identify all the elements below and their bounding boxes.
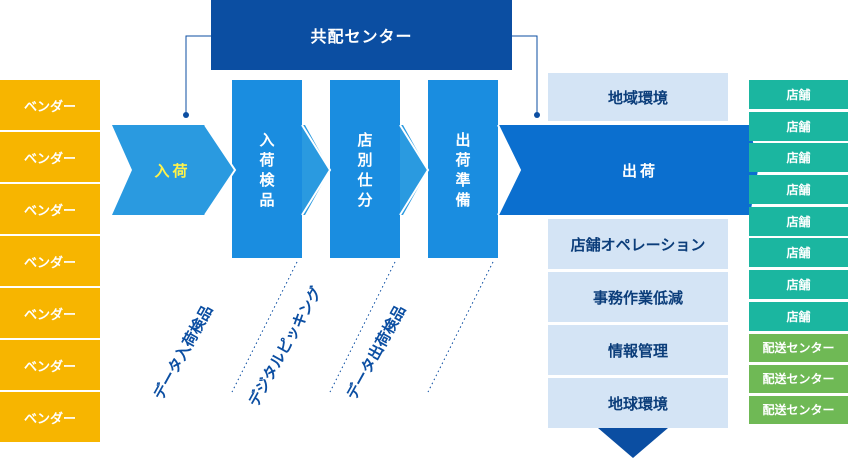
- connector-line-right: [512, 35, 538, 115]
- vendor-box: ベンダー: [0, 184, 100, 234]
- step-char: 出: [455, 131, 471, 149]
- store-box: 店舗: [749, 80, 848, 109]
- store-box: 店舗: [749, 238, 848, 268]
- step-shipping-prep: 出 荷 準 備: [428, 125, 498, 215]
- down-arrow: [598, 428, 668, 458]
- step-char: 分: [357, 191, 373, 209]
- benefit-box: 地球環境: [548, 378, 728, 428]
- vendor-box: ベンダー: [0, 392, 100, 442]
- destination-column: 店舗 店舗 店舗 店舗 店舗 店舗 店舗 店舗 配送センター 配送センター 配送…: [749, 80, 848, 427]
- chevron-outbound: [498, 125, 758, 215]
- chevron-sep-4: [497, 124, 522, 216]
- store-box: 店舗: [749, 301, 848, 331]
- step-char: 備: [455, 191, 471, 209]
- chevron-joint-2: [400, 125, 428, 215]
- center-title: 共配センター: [211, 0, 512, 70]
- inbound-label: 入荷: [154, 161, 191, 180]
- distribution-center-box: 配送センター: [749, 364, 848, 393]
- chevron-inbound: [112, 125, 235, 215]
- step-char: 仕: [357, 171, 373, 189]
- connector-line-left: [185, 35, 211, 115]
- store-box: 店舗: [749, 111, 848, 141]
- distribution-center-box: 配送センター: [749, 333, 848, 362]
- vendor-column: ベンダー ベンダー ベンダー ベンダー ベンダー ベンダー ベンダー: [0, 80, 100, 442]
- step-column-1: [232, 80, 302, 258]
- step-char: 検: [259, 171, 275, 189]
- connector-dot-right: [534, 112, 540, 118]
- step-column-3: [428, 80, 498, 258]
- store-box: 店舗: [749, 270, 848, 300]
- connector-dot-left: [183, 112, 189, 118]
- step-char: 品: [259, 191, 275, 209]
- chevron-sep-2: [301, 124, 332, 216]
- vendor-box: ベンダー: [0, 80, 100, 130]
- store-box: 店舗: [749, 143, 848, 173]
- step-char: 荷: [455, 151, 471, 169]
- dotted-line-1: [231, 261, 298, 393]
- dotted-line-2: [329, 261, 396, 393]
- store-box: 店舗: [749, 175, 848, 205]
- chevron-sep-1: [204, 124, 237, 216]
- benefit-box: 事務作業低減: [548, 272, 728, 322]
- chevron-joint-1: [302, 125, 330, 215]
- step-char: 準: [455, 171, 471, 189]
- distribution-center-box: 配送センター: [749, 395, 848, 424]
- vendor-box: ベンダー: [0, 236, 100, 286]
- vendor-box: ベンダー: [0, 340, 100, 390]
- benefit-box: 情報管理: [548, 325, 728, 375]
- store-box: 店舗: [749, 206, 848, 236]
- dotted-line-3: [427, 261, 494, 393]
- step-inspection: 入 荷 検 品: [232, 125, 302, 215]
- step-char: 荷: [259, 151, 275, 169]
- vendor-box: ベンダー: [0, 288, 100, 338]
- outbound-label: 出荷: [621, 161, 658, 180]
- chevron-sep-3: [399, 124, 430, 216]
- step-char: 別: [357, 151, 373, 169]
- benefit-box: 店舗オペレーション: [548, 219, 728, 269]
- step-sorting: 店 別 仕 分: [330, 125, 400, 215]
- benefit-box-top: 地域環境: [548, 73, 728, 121]
- step-char: 店: [357, 131, 373, 149]
- step-char: 入: [259, 131, 275, 149]
- vendor-box: ベンダー: [0, 132, 100, 182]
- step-column-2: [330, 80, 400, 258]
